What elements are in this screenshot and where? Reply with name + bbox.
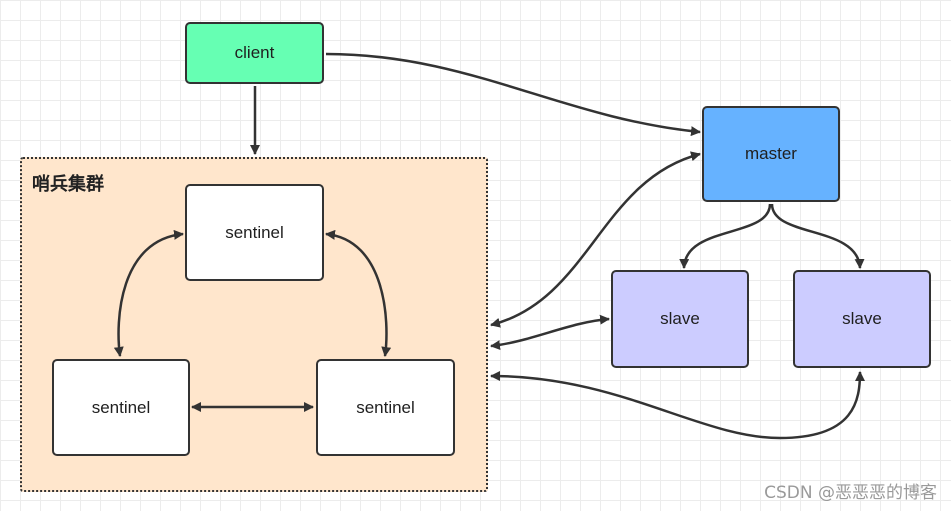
sentinel-node-top: sentinel <box>185 184 324 281</box>
edge-slaveleft-cluster <box>490 314 610 351</box>
edge-master-slaveright <box>770 203 865 269</box>
edge-master-slaveleft <box>679 203 772 269</box>
sentinel-node-left: sentinel <box>52 359 190 456</box>
sentinel-node-right: sentinel <box>316 359 455 456</box>
cluster-label: 哨兵集群 <box>32 174 104 195</box>
slave-node-left: slave <box>611 270 749 368</box>
client-node: client <box>185 22 324 84</box>
watermark: CSDN @恶恶恶的博客 <box>764 483 937 503</box>
edge-slaveright-cluster <box>490 371 865 440</box>
slave-node-right: slave <box>793 270 931 368</box>
master-node: master <box>702 106 840 202</box>
edge-client-master <box>325 52 701 137</box>
